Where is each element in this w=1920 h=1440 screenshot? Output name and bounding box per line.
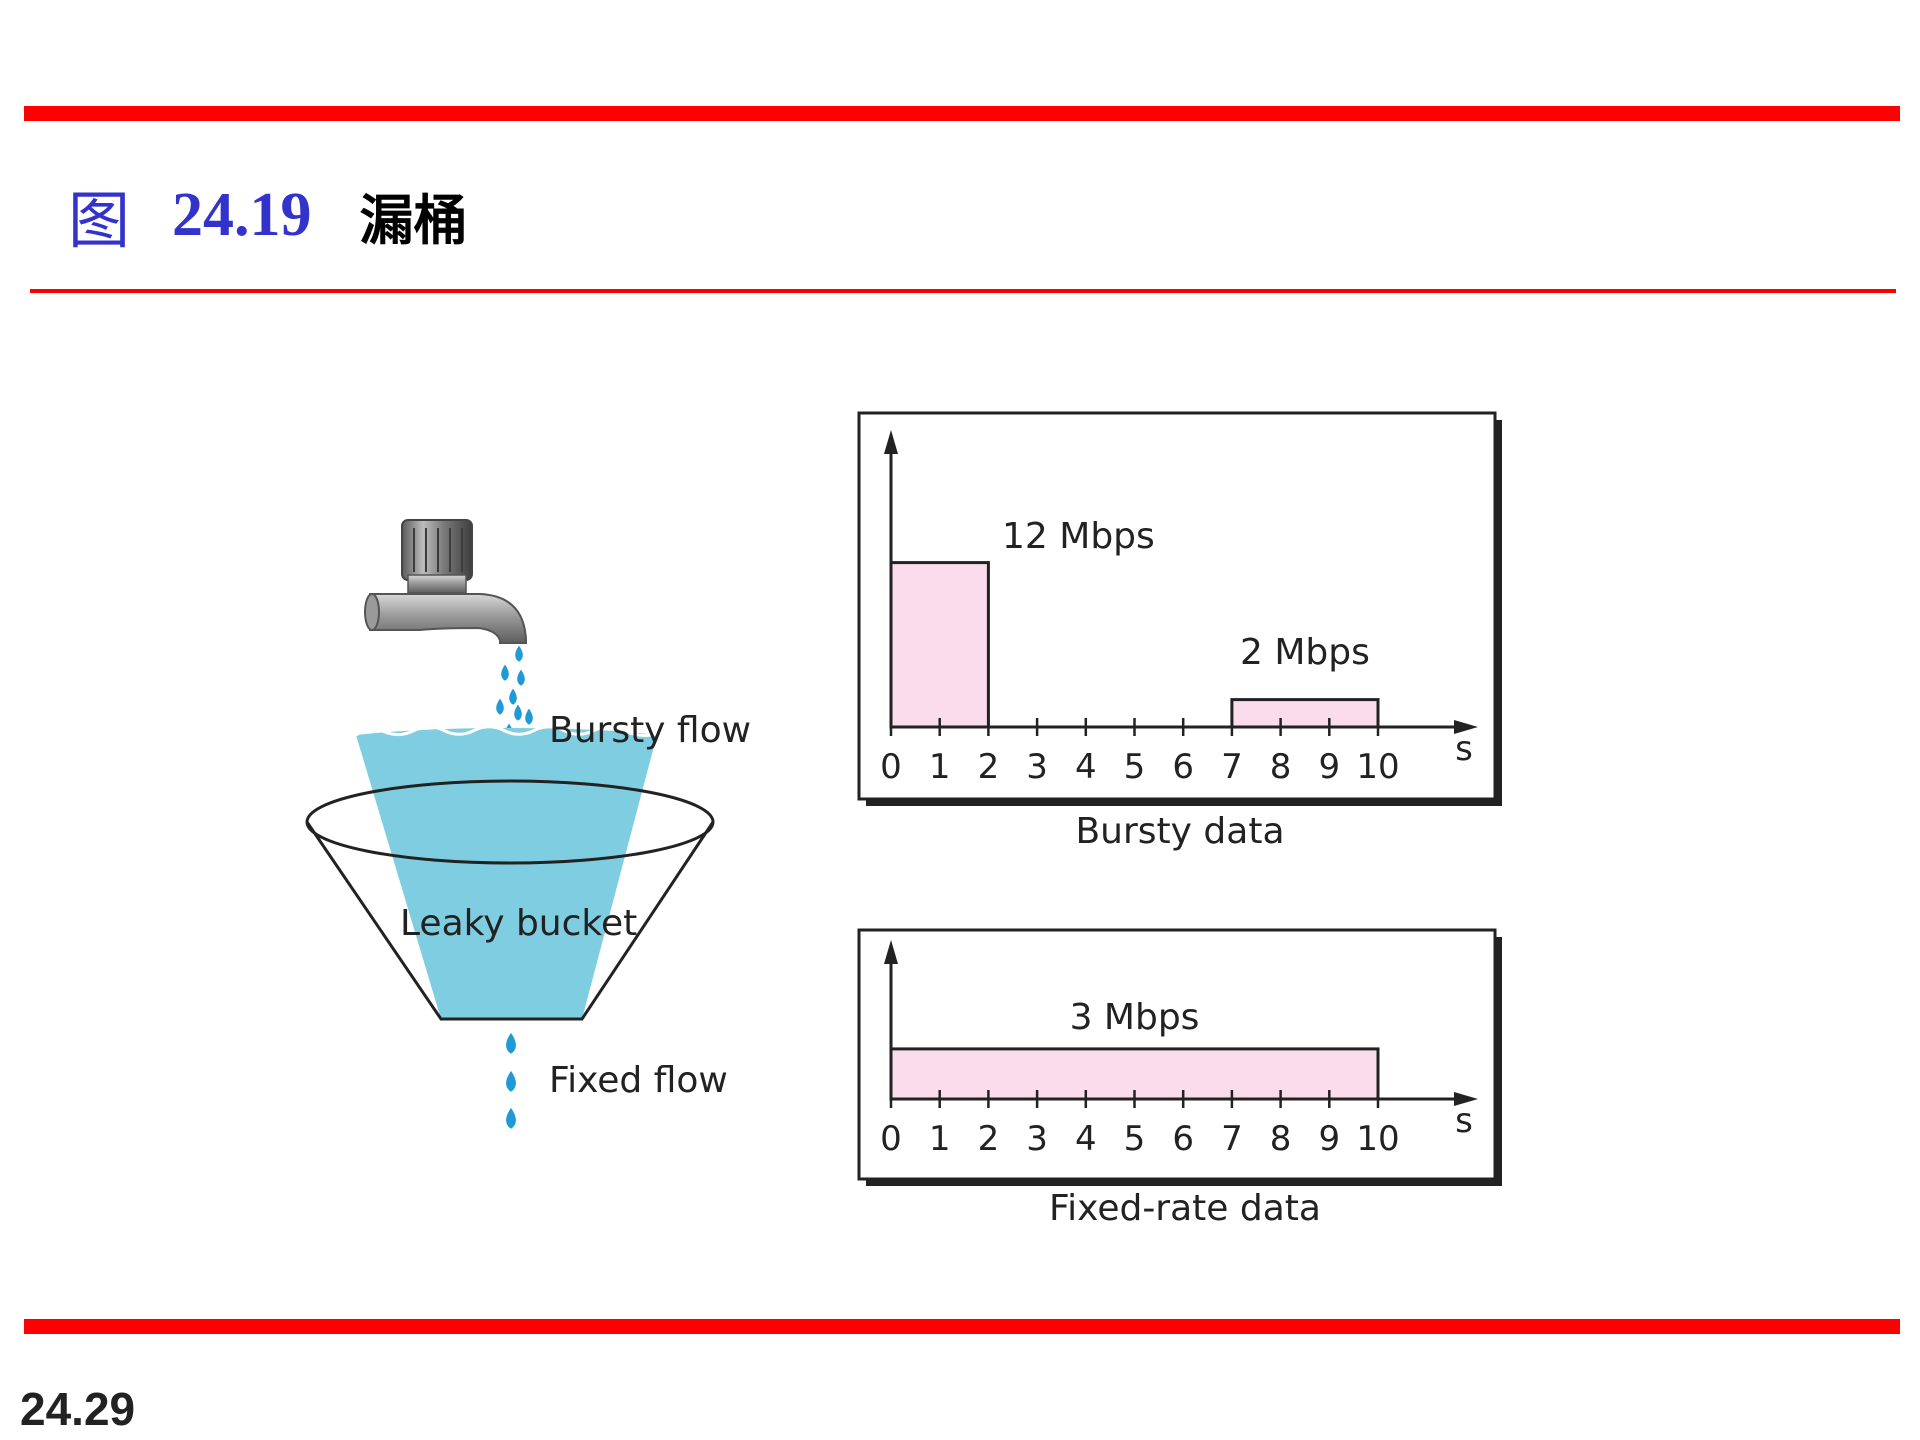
- data-label: 3 Mbps: [1070, 997, 1200, 1038]
- data-label: 12 Mbps: [1002, 516, 1155, 557]
- figure-name: 漏桶: [359, 188, 468, 252]
- figure-number: 24.19: [172, 180, 312, 249]
- y-axis-arrow: [884, 940, 898, 964]
- x-tick-label: 2: [978, 747, 1000, 787]
- bar-segment: [889, 561, 990, 729]
- x-axis-unit: s: [1455, 729, 1473, 769]
- x-tick-label: 7: [1221, 1119, 1243, 1159]
- x-tick-label: 9: [1318, 1119, 1340, 1159]
- water-drop-icon: [515, 645, 523, 662]
- water-drop-icon: [506, 1107, 516, 1129]
- water-drop-icon: [506, 1032, 516, 1054]
- x-tick-label: 1: [929, 747, 951, 787]
- x-tick-label: 0: [880, 1119, 902, 1159]
- bucket-label: Leaky bucket: [400, 903, 637, 944]
- x-tick-label: 8: [1270, 747, 1292, 787]
- x-axis-unit: s: [1455, 1101, 1473, 1141]
- x-tick-label: 3: [1026, 1119, 1048, 1159]
- x-tick-label: 3: [1026, 747, 1048, 787]
- water-drop-icon: [501, 664, 509, 681]
- figure-label: 图: [68, 188, 131, 256]
- x-axis-arrow: [1454, 720, 1478, 734]
- top-red-bar: [24, 106, 1900, 121]
- bursty-flow-label: Bursty flow: [549, 710, 751, 751]
- faucet-icon: [364, 519, 527, 644]
- data-label: 2 Mbps: [1240, 632, 1370, 673]
- x-tick-label: 6: [1172, 747, 1194, 787]
- water-drop-icon: [517, 669, 525, 686]
- fixed-rate-chart-title: Fixed-rate data: [1049, 1188, 1321, 1229]
- x-tick-label: 7: [1221, 747, 1243, 787]
- x-tick-label: 1: [929, 1119, 951, 1159]
- x-tick-label: 4: [1075, 747, 1097, 787]
- bursty-chart-title: Bursty data: [1075, 811, 1284, 852]
- water-drop-icon: [506, 1070, 516, 1092]
- water-drop-icon: [525, 708, 533, 725]
- x-tick-label: 10: [1356, 1119, 1399, 1159]
- fixed-flow-label: Fixed flow: [549, 1060, 728, 1101]
- x-tick-label: 10: [1356, 747, 1399, 787]
- x-tick-label: 8: [1270, 1119, 1292, 1159]
- water-drop-icon: [496, 698, 504, 715]
- x-tick-label: 4: [1075, 1119, 1097, 1159]
- page-number: 24.29: [20, 1383, 136, 1435]
- x-tick-label: 0: [880, 747, 902, 787]
- bar-segment: [1230, 698, 1380, 729]
- y-axis-arrow: [884, 430, 898, 454]
- title-underline: [30, 289, 1896, 293]
- water-drop-icon: [514, 704, 522, 721]
- page-title: 图 24.19 漏桶: [68, 175, 468, 257]
- x-tick-label: 5: [1124, 1119, 1146, 1159]
- bottom-red-bar: [24, 1319, 1900, 1334]
- water-drop-icon: [509, 688, 517, 705]
- x-tick-label: 2: [978, 1119, 1000, 1159]
- x-axis-arrow: [1454, 1092, 1478, 1106]
- fixed-water-drops: [506, 1032, 516, 1129]
- x-tick-label: 6: [1172, 1119, 1194, 1159]
- x-tick-label: 5: [1124, 747, 1146, 787]
- x-tick-label: 9: [1318, 747, 1340, 787]
- leaky-bucket-icon: [305, 725, 715, 1021]
